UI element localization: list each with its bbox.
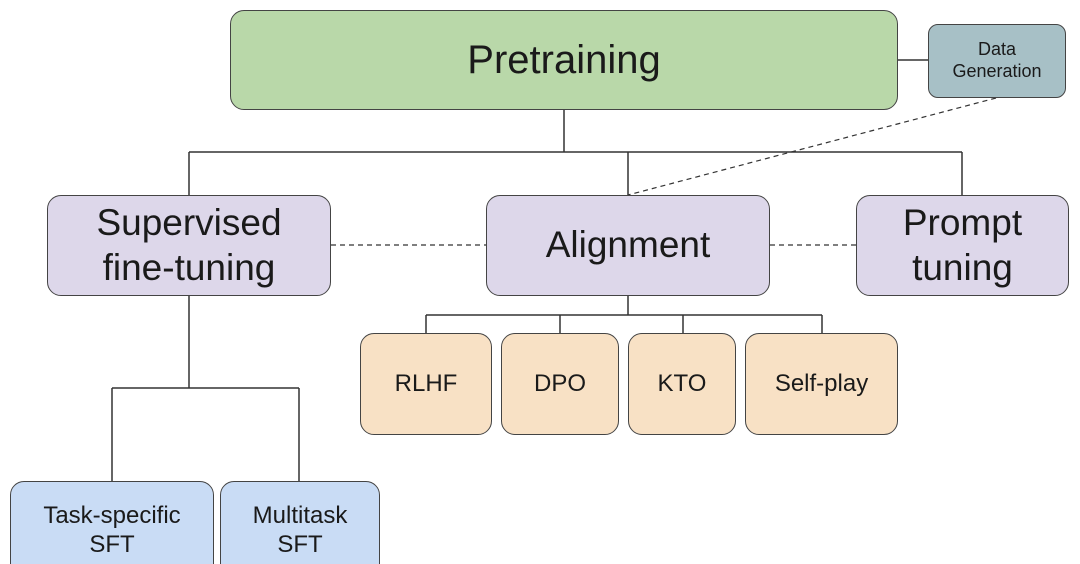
pretraining-node: Pretraining	[230, 10, 898, 110]
task-specific-sft-node: Task-specific SFT	[10, 481, 214, 564]
rlhf-node: RLHF	[360, 333, 492, 435]
dpo-node: DPO	[501, 333, 619, 435]
supervised-fine-tuning-node: Supervised fine-tuning	[47, 195, 331, 296]
kto-node: KTO	[628, 333, 736, 435]
alignment-node: Alignment	[486, 195, 770, 296]
self-play-node: Self-play	[745, 333, 898, 435]
edge-data-generation-alignment	[627, 97, 997, 196]
multitask-sft-node: Multitask SFT	[220, 481, 380, 564]
data-generation-node: Data Generation	[928, 24, 1066, 98]
prompt-tuning-node: Prompt tuning	[856, 195, 1069, 296]
